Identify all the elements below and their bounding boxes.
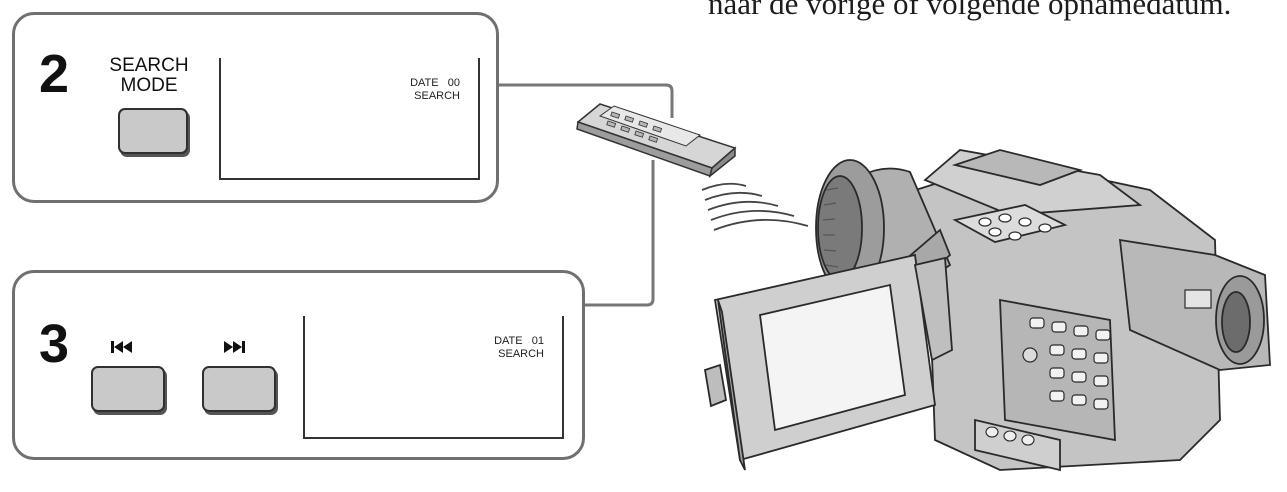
step-2-panel: 2 SEARCH MODE DATE 00 SEARCH <box>12 12 499 203</box>
infrared-waves <box>701 182 809 231</box>
step-number: 2 <box>39 44 70 104</box>
skip-next-button[interactable] <box>202 366 276 412</box>
display-screen: DATE 00 SEARCH <box>219 58 480 180</box>
caption-fragment: naar de vorige of volgende opnamedatum. <box>708 0 1232 21</box>
remote-control-icon <box>576 103 737 178</box>
search-mode-label: SEARCH MODE <box>99 56 199 96</box>
search-mode-button[interactable] <box>118 108 188 154</box>
search-mode-label-line2: MODE <box>120 74 178 96</box>
connector-lines <box>499 83 674 307</box>
screen-readout: DATE 00 SEARCH <box>410 77 460 103</box>
screen-date-line: DATE 01 <box>494 335 544 347</box>
screen-readout: DATE 01 SEARCH <box>494 335 544 361</box>
screen-search-line: SEARCH <box>498 348 544 361</box>
display-screen: DATE 01 SEARCH <box>303 316 564 439</box>
screen-search-line: SEARCH <box>414 90 460 103</box>
skip-previous-button[interactable] <box>91 366 165 412</box>
step-number: 3 <box>39 314 70 374</box>
search-mode-label-line1: SEARCH <box>109 55 189 76</box>
skip-next-icon <box>224 341 245 353</box>
camcorder-icon <box>703 149 1271 472</box>
step-3-panel: 3 DATE 01 SEARCH <box>12 270 585 460</box>
screen-date-line: DATE 00 <box>410 77 460 89</box>
skip-previous-icon <box>111 341 132 353</box>
